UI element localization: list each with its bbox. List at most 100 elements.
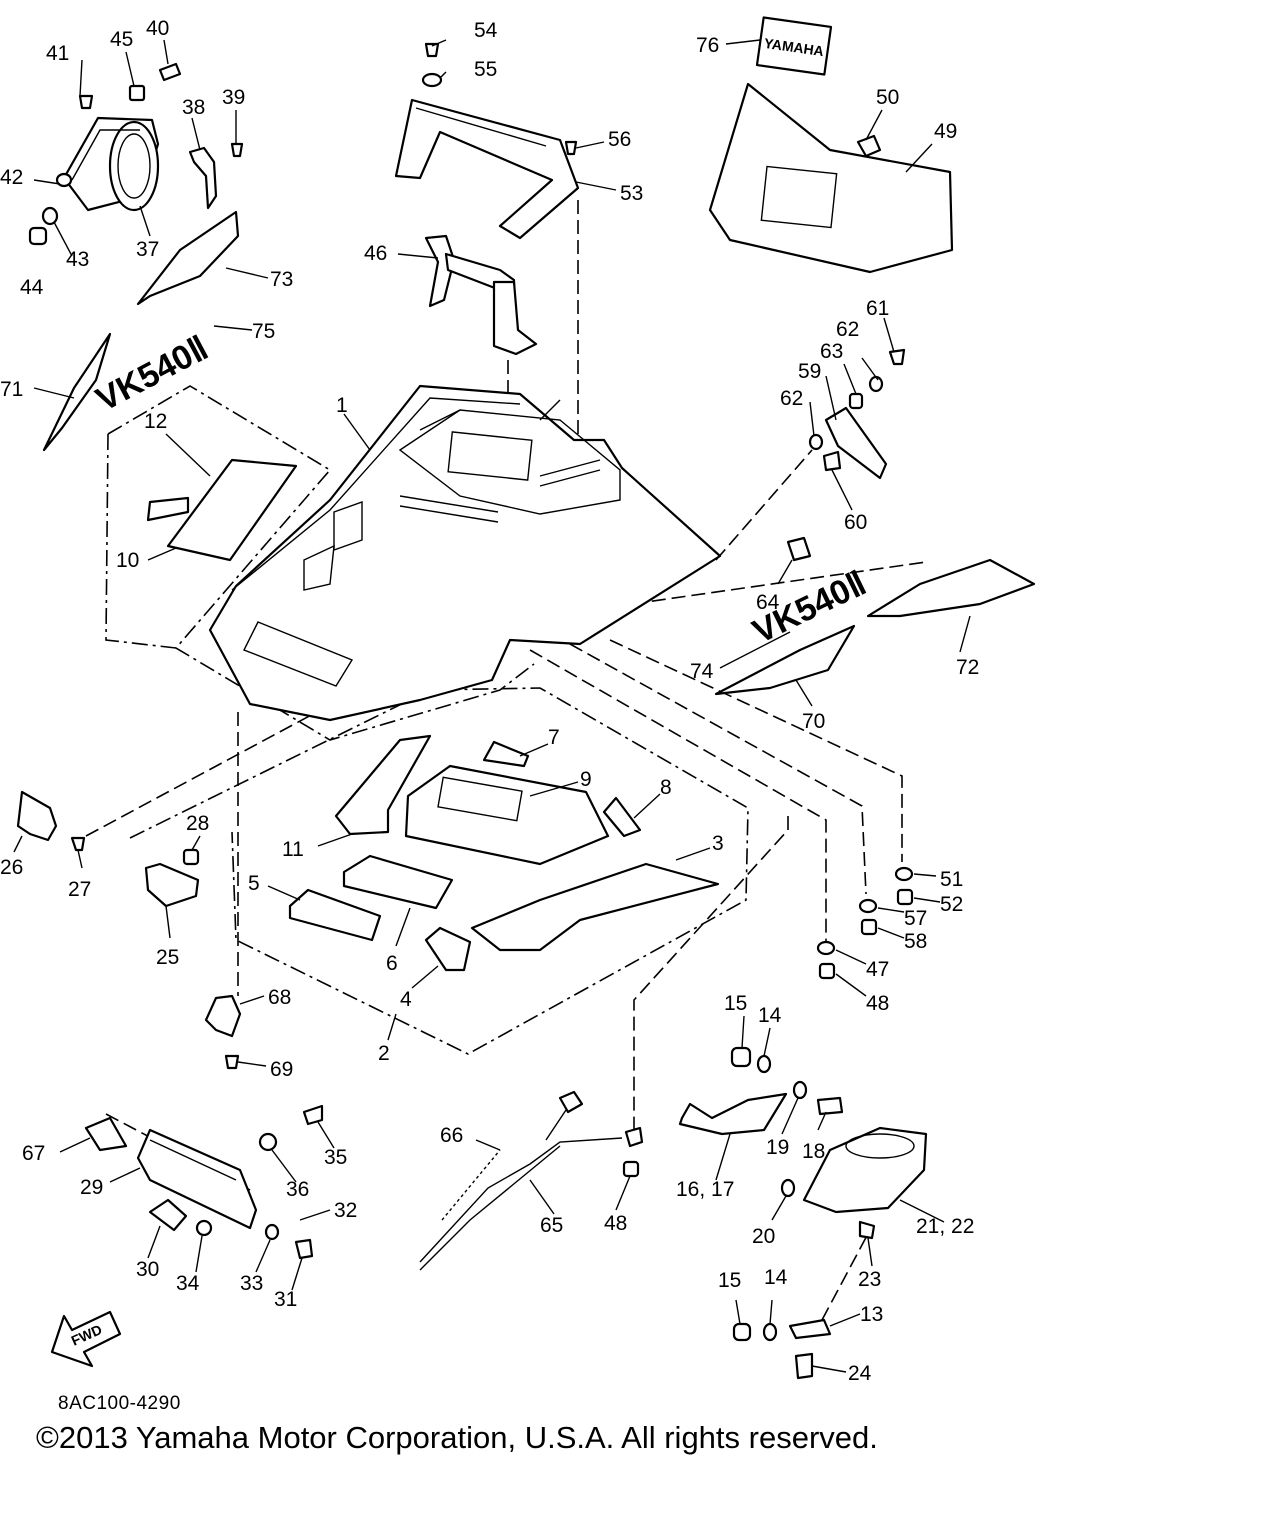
liner-8	[602, 796, 642, 838]
forward-arrow: FWD	[50, 1310, 122, 1368]
callout-39: 39	[222, 86, 245, 109]
callout-52: 52	[940, 893, 963, 916]
callout-15b: 15	[718, 1269, 741, 1292]
grab-handle-59	[824, 406, 888, 480]
callout-71: 71	[0, 378, 23, 401]
liner-4	[424, 926, 472, 972]
bolt-69	[224, 1054, 240, 1070]
dashed-outline-decal-kit-side	[105, 433, 177, 649]
hood-vents	[399, 399, 601, 523]
callout-1: 1	[336, 394, 348, 417]
nut-28	[182, 848, 200, 866]
cable-assembly	[419, 1090, 644, 1271]
callout-9: 9	[580, 768, 592, 791]
dashed-link-lamp-2	[821, 1229, 871, 1321]
callout-15a: 15	[724, 992, 747, 1015]
callout-44: 44	[20, 276, 44, 299]
headlight-bracket	[188, 146, 218, 210]
stud-60	[822, 450, 842, 472]
callout-68: 68	[268, 986, 291, 1009]
callout-73: 73	[270, 268, 293, 291]
yamaha-emblem: YAMAHA	[755, 16, 833, 76]
callout-32: 32	[334, 1199, 357, 1222]
callout-37: 37	[136, 238, 159, 261]
washer-62b	[808, 433, 824, 451]
callout-65: 65	[540, 1214, 563, 1237]
callout-5: 5	[248, 872, 260, 895]
hood	[208, 384, 722, 722]
callout-51: 51	[940, 868, 963, 891]
callout-38: 38	[182, 96, 205, 119]
callout-2: 2	[378, 1042, 390, 1065]
headlight-housing	[62, 116, 160, 212]
liner-9	[404, 764, 610, 866]
decal-12	[146, 496, 190, 522]
callout-8: 8	[660, 776, 672, 799]
callout-16-17: 16, 17	[676, 1178, 734, 1201]
callout-49: 49	[934, 120, 957, 143]
callout-55: 55	[474, 58, 497, 81]
liner-3	[470, 862, 720, 952]
callout-labels: 1 2 3 4 5 6 7 8 9 10 11 12 13 14 14 15 1…	[0, 17, 979, 1385]
callout-18: 18	[802, 1140, 825, 1163]
washer-62a	[868, 375, 884, 393]
callout-6: 6	[386, 952, 398, 975]
liner-6	[342, 854, 454, 910]
hood-bracket	[424, 234, 538, 356]
callout-59: 59	[798, 360, 821, 383]
stripe-decal-73	[136, 210, 240, 306]
callout-3: 3	[712, 832, 724, 855]
callout-34: 34	[176, 1272, 200, 1295]
callout-58: 58	[904, 930, 927, 953]
callout-63: 63	[820, 340, 843, 363]
bracket-26	[16, 790, 58, 842]
headlight-lamp	[84, 1104, 324, 1260]
grommet-64	[786, 536, 812, 562]
callout-54: 54	[474, 19, 498, 42]
callout-62a: 62	[836, 318, 859, 341]
copyright-notice: ©2013 Yamaha Motor Corporation, U.S.A. A…	[36, 1420, 878, 1455]
callout-46: 46	[364, 242, 387, 265]
callout-26: 26	[0, 856, 23, 879]
callout-31: 31	[274, 1288, 297, 1311]
callout-12: 12	[144, 410, 167, 433]
callout-64: 64	[756, 591, 780, 614]
callout-70: 70	[802, 710, 825, 733]
liner-10	[166, 458, 298, 562]
callout-75: 75	[252, 320, 275, 343]
callout-50: 50	[876, 86, 899, 109]
callout-53: 53	[620, 182, 643, 205]
callout-4: 4	[400, 988, 412, 1011]
callout-27: 27	[68, 878, 91, 901]
dashed-link-hinge-3	[609, 639, 903, 862]
callout-76: 76	[696, 34, 719, 57]
bolt-61	[888, 348, 906, 366]
callout-62b: 62	[780, 387, 803, 410]
leader-lines	[13, 39, 971, 1373]
visor	[394, 98, 580, 240]
callout-13: 13	[860, 1303, 883, 1326]
callout-48a: 48	[866, 992, 889, 1015]
callout-40: 40	[146, 17, 169, 40]
callout-36: 36	[286, 1178, 309, 1201]
callout-33: 33	[240, 1272, 263, 1295]
callout-7: 7	[548, 726, 560, 749]
callout-30: 30	[136, 1258, 159, 1281]
callout-10: 10	[116, 549, 139, 572]
stripe-decal-72	[866, 558, 1036, 618]
callout-66: 66	[440, 1124, 463, 1147]
callout-67: 67	[22, 1142, 45, 1165]
callout-43: 43	[66, 248, 89, 271]
callout-21-22: 21, 22	[916, 1215, 974, 1238]
callout-74: 74	[690, 660, 714, 683]
rear-panel	[708, 82, 954, 274]
callout-20: 20	[752, 1225, 775, 1248]
callout-57: 57	[904, 907, 927, 930]
dashed-link-cable	[633, 816, 789, 1130]
bolt-27	[70, 836, 86, 852]
callout-14a: 14	[758, 1004, 782, 1027]
bracket-68	[204, 994, 242, 1038]
spacer-63	[848, 392, 864, 410]
callout-60: 60	[844, 511, 867, 534]
